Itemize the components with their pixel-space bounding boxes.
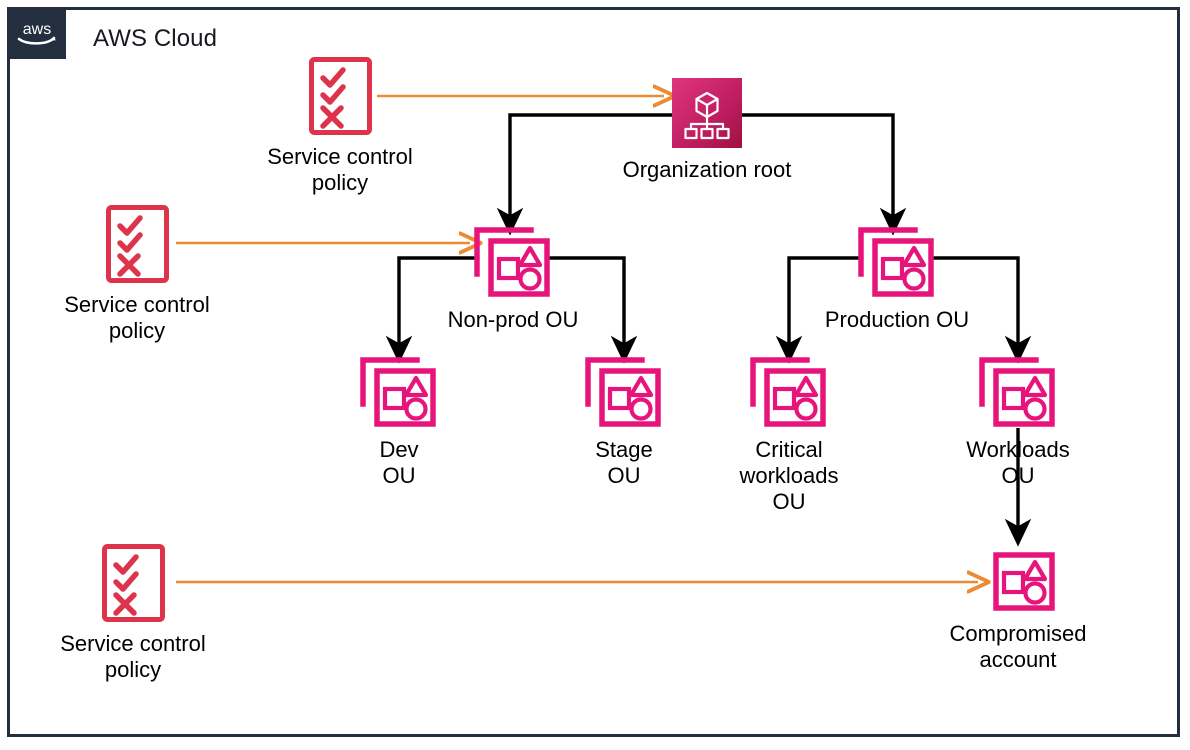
node-label: Service control policy — [267, 144, 413, 195]
node-production-ou[interactable]: Production OU — [817, 226, 977, 333]
organizational-unit-icon — [857, 226, 937, 303]
aws-account-icon — [978, 540, 1058, 617]
organizational-unit-icon — [473, 226, 553, 303]
organization-root-icon — [672, 78, 742, 153]
node-label: Production OU — [824, 307, 970, 332]
node-stage-ou[interactable]: Stage OU — [564, 356, 684, 489]
service-control-policy-icon — [308, 57, 372, 140]
node-label: Workloads OU — [966, 437, 1070, 488]
organizational-unit-icon — [359, 356, 439, 433]
node-organization-root[interactable]: Organization root — [607, 78, 807, 183]
node-label: Dev OU — [379, 437, 419, 488]
node-non-prod-ou[interactable]: Non-prod OU — [433, 226, 593, 333]
node-label: Organization root — [622, 157, 792, 182]
page-title: AWS Cloud — [93, 25, 218, 52]
node-service-control-policy-bottom[interactable]: Service control policy — [46, 544, 220, 683]
node-critical-workloads-ou[interactable]: Critical workloads OU — [709, 356, 869, 515]
node-label: Service control policy — [64, 292, 210, 343]
service-control-policy-icon — [105, 205, 169, 288]
service-control-policy-icon — [101, 544, 165, 627]
node-label: Service control policy — [60, 631, 206, 682]
node-service-control-policy-middle[interactable]: Service control policy — [50, 205, 224, 344]
organizational-unit-icon — [584, 356, 664, 433]
node-label: Compromised account — [949, 621, 1087, 672]
node-dev-ou[interactable]: Dev OU — [339, 356, 459, 489]
node-label: Non-prod OU — [447, 307, 579, 332]
organizational-unit-icon — [978, 356, 1058, 433]
node-workloads-ou[interactable]: Workloads OU — [938, 356, 1098, 489]
aws-logo-icon: aws — [7, 7, 66, 59]
node-compromised-account[interactable]: Compromised account — [938, 540, 1098, 673]
svg-text:aws: aws — [22, 21, 50, 38]
organizational-unit-icon — [749, 356, 829, 433]
node-label: Stage OU — [595, 437, 653, 488]
aws-cloud-boundary — [7, 7, 1180, 737]
node-label: Critical workloads OU — [739, 437, 839, 514]
node-service-control-policy-top[interactable]: Service control policy — [253, 57, 427, 196]
